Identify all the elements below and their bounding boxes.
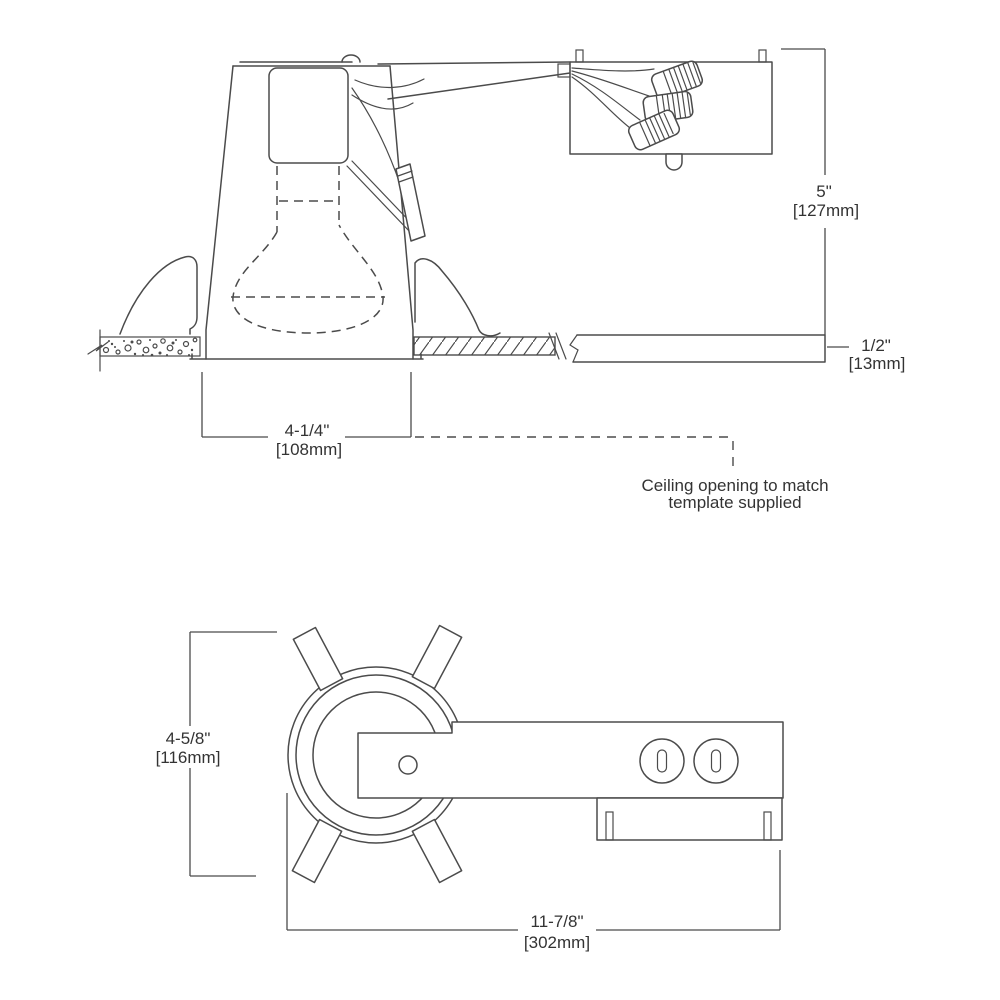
tab-sw	[291, 818, 343, 884]
dimension-plan-height: 4-5/8" [116mm]	[156, 631, 277, 877]
dimension-height: 5" [127mm]	[781, 48, 859, 335]
note-line1: Ceiling opening to match	[641, 476, 828, 495]
knockout-right	[693, 738, 739, 784]
tab-ne	[411, 624, 463, 690]
box-ear	[557, 63, 571, 78]
box-tab-left	[575, 49, 584, 63]
lamp-dashed-outline	[231, 166, 385, 334]
plan-view: 4-5/8" [116mm] 11-7/8" [302mm]	[156, 624, 784, 952]
mounting-tabs	[291, 624, 463, 884]
wires	[571, 67, 655, 132]
dim-opening-mm: [108mm]	[276, 440, 342, 459]
stipple-dots	[102, 337, 198, 357]
knockout-slot-right	[710, 749, 722, 773]
dim-ceiling-mm: [13mm]	[849, 354, 906, 373]
dimension-opening: 4-1/4" [108mm]	[201, 372, 412, 459]
hanger-bar	[377, 61, 571, 100]
dim-plan-height-in: 4-5/8"	[166, 729, 211, 748]
dim-opening-in: 4-1/4"	[285, 421, 330, 440]
dim-height-in: 5"	[816, 182, 832, 201]
dim-plan-length-mm: [302mm]	[524, 933, 590, 952]
tab-nw	[292, 626, 344, 692]
box-slot-left	[605, 811, 614, 841]
dim-height-mm: [127mm]	[793, 201, 859, 220]
knockout-slot-left	[656, 749, 668, 773]
trim-flange	[189, 353, 424, 360]
dimension-plan-length: 11-7/8" [302mm]	[286, 793, 781, 952]
side-view: 5" [127mm] 1/2" [13mm] 4-1/4" [108mm] Ce…	[87, 48, 905, 512]
bar-hole	[398, 755, 418, 775]
ceiling-section-right	[413, 332, 826, 363]
recessed-can	[189, 54, 426, 360]
adjust-bracket	[395, 163, 426, 242]
spring-clip-left	[119, 255, 198, 335]
box-slot-right	[763, 811, 772, 841]
note-line2: template supplied	[668, 493, 801, 512]
dim-plan-length-in: 11-7/8"	[531, 912, 584, 931]
dim-plan-height-mm: [116mm]	[156, 748, 221, 767]
ceiling-section-left	[87, 329, 201, 372]
cable-clamp	[665, 153, 683, 171]
knockout-left	[639, 738, 685, 784]
box-tab-right	[758, 49, 767, 63]
dim-ceiling-in: 1/2"	[861, 336, 891, 355]
socket-housing	[268, 67, 349, 164]
dimension-ceiling-thickness: 1/2" [13mm]	[827, 336, 905, 373]
wire-nut	[627, 109, 681, 151]
ceiling-opening-note: Ceiling opening to match template suppli…	[415, 436, 829, 512]
tab-se	[411, 818, 463, 884]
junction-box-plan	[596, 797, 783, 841]
junction-box	[557, 49, 773, 171]
mounting-bar-plan	[357, 721, 784, 799]
spring-clip-right	[414, 258, 501, 337]
ceiling-board	[569, 334, 826, 363]
